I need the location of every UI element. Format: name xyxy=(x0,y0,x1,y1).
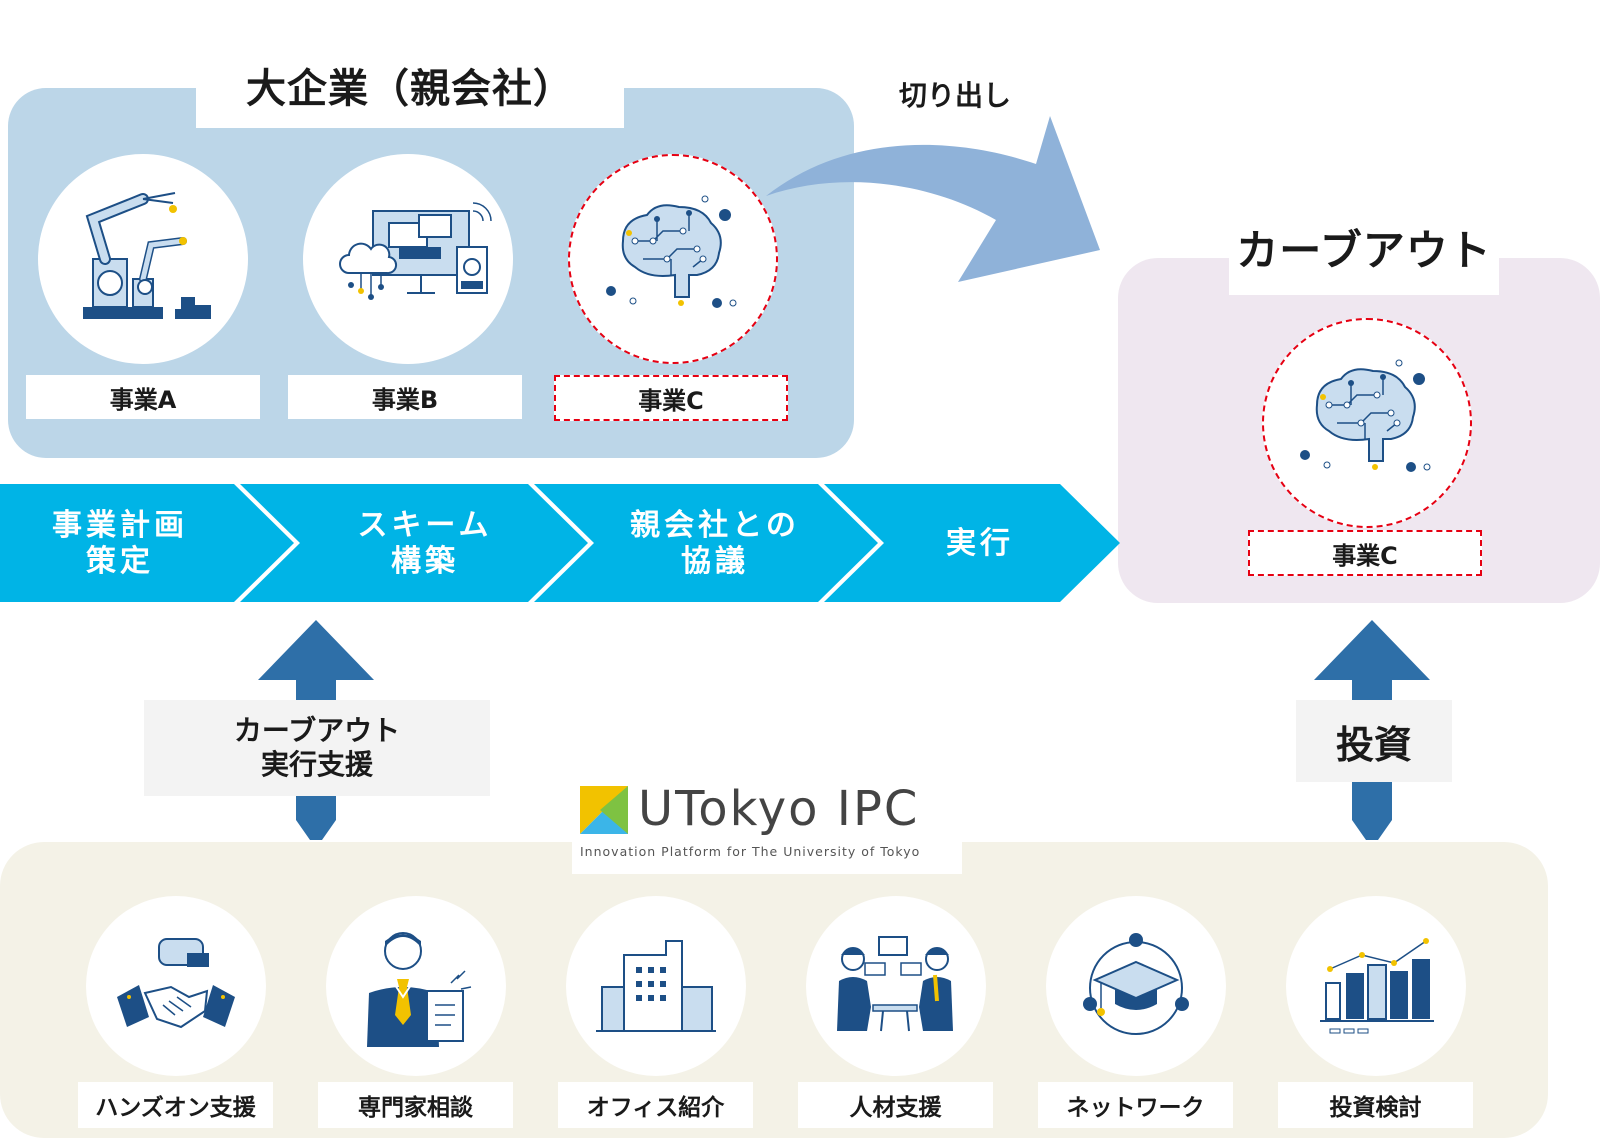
process-step-1-shape xyxy=(0,484,294,602)
service-label-handson: ハンズオン支援 xyxy=(78,1082,273,1128)
business-a-label: 事業A xyxy=(26,375,260,419)
process-step-2-shape xyxy=(240,484,588,602)
process-step-2-line2: 構築 xyxy=(390,544,459,579)
logo-mark-icon xyxy=(580,786,628,834)
process-flow xyxy=(0,484,1120,602)
robot-arm-icon xyxy=(83,192,211,319)
process-step-3-shape xyxy=(534,484,878,602)
carve-out-business-circle xyxy=(1262,318,1472,528)
business-b-label: 事業B xyxy=(288,375,522,419)
spin-off-label: 切り出し xyxy=(898,79,1011,112)
logo-wordmark: UTokyo IPC xyxy=(638,781,920,837)
service-label-expert: 専門家相談 xyxy=(318,1082,513,1128)
investment-box: 投資 xyxy=(1296,700,1452,782)
bar-chart-icon xyxy=(1320,938,1434,1034)
process-step-4: 実行 xyxy=(900,506,1060,582)
parent-company-title: 大企業（親会社） xyxy=(196,42,624,128)
expert-icon xyxy=(367,932,472,1047)
process-step-4-shape xyxy=(824,484,1120,602)
process-step-4-line1: 実行 xyxy=(946,526,1014,561)
service-talent-circle xyxy=(806,896,986,1076)
service-expert-circle xyxy=(326,896,506,1076)
carve-out-support-box: カーブアウト実行支援 xyxy=(144,700,490,796)
service-label-network: ネットワーク xyxy=(1038,1082,1233,1128)
service-investment-circle xyxy=(1286,896,1466,1076)
carve-out-title: カーブアウト xyxy=(1229,200,1499,295)
brain-circuit-icon xyxy=(606,195,737,308)
business-c-label: 事業C xyxy=(554,375,788,421)
logo-tagline: Innovation Platform for The University o… xyxy=(580,844,921,859)
service-label-investment: 投資検討 xyxy=(1278,1082,1473,1128)
service-office-circle xyxy=(566,896,746,1076)
business-b-circle xyxy=(303,154,513,364)
spin-off-arrow xyxy=(766,116,1100,282)
process-step-3-line1: 親会社との xyxy=(630,508,800,543)
carve-out-business-label: 事業C xyxy=(1248,530,1482,576)
process-step-3: 親会社との協議 xyxy=(610,506,820,582)
service-label-office: オフィス紹介 xyxy=(558,1082,753,1128)
process-step-1-line2: 策定 xyxy=(86,544,154,579)
process-step-2-line1: スキーム xyxy=(357,508,493,543)
office-building-icon xyxy=(596,940,716,1032)
service-handson-circle xyxy=(86,896,266,1076)
cloud-computing-icon xyxy=(339,202,492,300)
process-step-2: スキーム構築 xyxy=(320,506,530,582)
carve-out-support-line1: カーブアウト xyxy=(233,714,401,747)
brain-circuit-icon xyxy=(1300,359,1431,472)
business-c-circle xyxy=(568,154,778,364)
service-network-circle xyxy=(1046,896,1226,1076)
people-meeting-icon xyxy=(837,936,953,1032)
process-step-1-line1: 事業計画 xyxy=(52,508,188,543)
business-a-circle xyxy=(38,154,248,364)
utokyo-ipc-logo: UTokyo IPC Innovation Platform for The U… xyxy=(572,776,962,874)
graduation-network-icon xyxy=(1083,933,1189,1035)
service-label-talent: 人材支援 xyxy=(798,1082,993,1128)
process-step-3-line2: 協議 xyxy=(680,544,749,579)
handshake-icon xyxy=(117,938,235,1029)
process-step-1: 事業計画策定 xyxy=(20,506,220,582)
carve-out-support-line2: 実行支援 xyxy=(260,748,373,781)
